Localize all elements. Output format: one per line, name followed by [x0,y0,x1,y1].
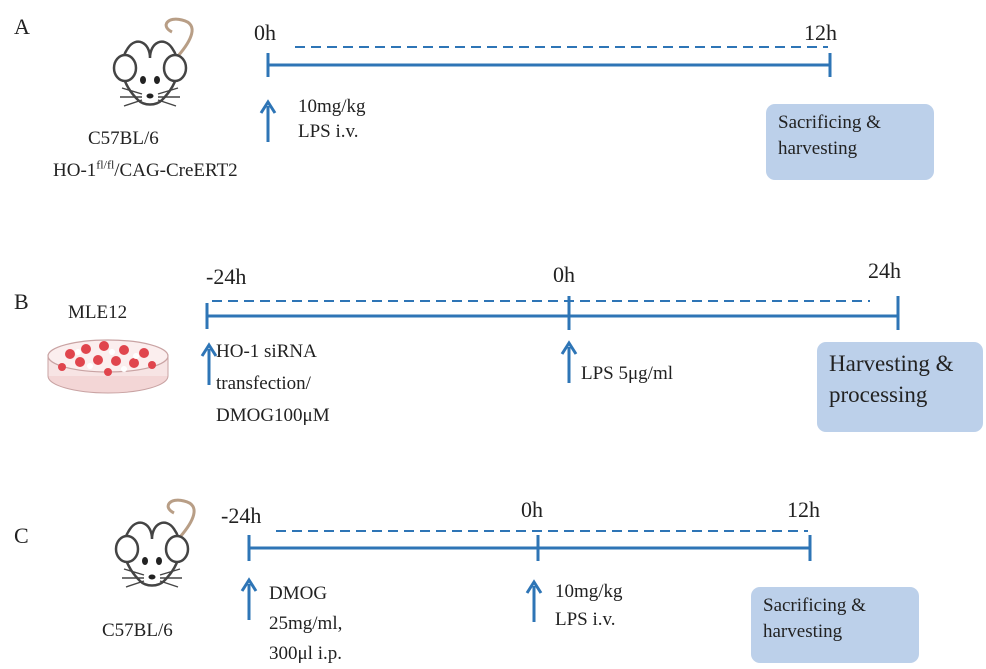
endpoint-box-b-line2: processing [829,382,928,408]
genotype-prefix: HO-1 [53,160,97,181]
panel-letter-b: B [14,289,29,314]
tick-label-a-0: 0h [254,20,276,45]
cell-line-label: MLE12 [68,302,128,323]
treatment-c1-line3: 300μl i.p. [269,643,342,664]
mouse-icon [112,17,194,108]
endpoint-box-b-line1: Harvesting & [829,351,954,376]
treatment-label-a-line2: LPS i.v. [298,121,359,142]
treatment-c1-line2: 25mg/ml, [269,613,343,634]
strain-label-a: C57BL/6 [88,128,159,149]
tick-label-b-minus24: -24h [206,264,247,289]
strain-label-c: C57BL/6 [102,620,173,641]
treatment-label-a-line1: 10mg/kg [298,96,366,117]
treatment-b1-line2: transfection/ [216,373,311,394]
endpoint-box-a: Sacrificing & harvesting [766,104,934,180]
up-arrow-icon [560,341,578,385]
timeline-b [205,296,900,330]
endpoint-box-a-line1: Sacrificing & [778,112,881,133]
treatment-b1-line1: HO-1 siRNA [216,341,317,362]
up-arrow-icon [200,343,218,387]
endpoint-box-c: Sacrificing & harvesting [751,587,919,663]
timeline-c [247,530,812,561]
up-arrow-icon [240,578,258,622]
treatment-c2-line1: 10mg/kg [555,581,623,602]
treatment-c1-line1: DMOG [269,583,328,604]
tick-label-a-12: 12h [804,20,837,45]
genotype-sup: fl/fl [96,157,115,172]
panel-letter-c: C [14,523,29,548]
tick-label-b-0: 0h [553,262,575,287]
up-arrow-icon [525,580,543,624]
treatment-c2-line2: LPS i.v. [555,609,616,630]
up-arrow-icon [259,100,277,144]
treatment-b2-label: LPS 5μg/ml [581,363,674,384]
tick-label-b-24: 24h [868,258,901,283]
tick-label-c-0: 0h [521,497,543,522]
panel-letter-a: A [14,14,30,39]
genotype-suffix: /CAG-CreERT2 [114,160,238,181]
timeline-a [266,46,832,77]
endpoint-box-c-line2: harvesting [763,620,843,642]
mouse-icon [114,498,196,589]
endpoint-box-a-line2: harvesting [778,137,858,159]
endpoint-box-b: Harvesting & processing [817,342,983,432]
cell-culture-dish-icon [47,339,169,394]
tick-label-c-minus24: -24h [221,503,262,528]
treatment-b1-line3: DMOG100μM [216,405,330,426]
genotype-label-a: HO-1fl/fl/CAG-CreERT2 [53,157,238,183]
tick-label-c-12: 12h [787,497,820,522]
endpoint-box-c-line1: Sacrificing & [763,595,866,616]
